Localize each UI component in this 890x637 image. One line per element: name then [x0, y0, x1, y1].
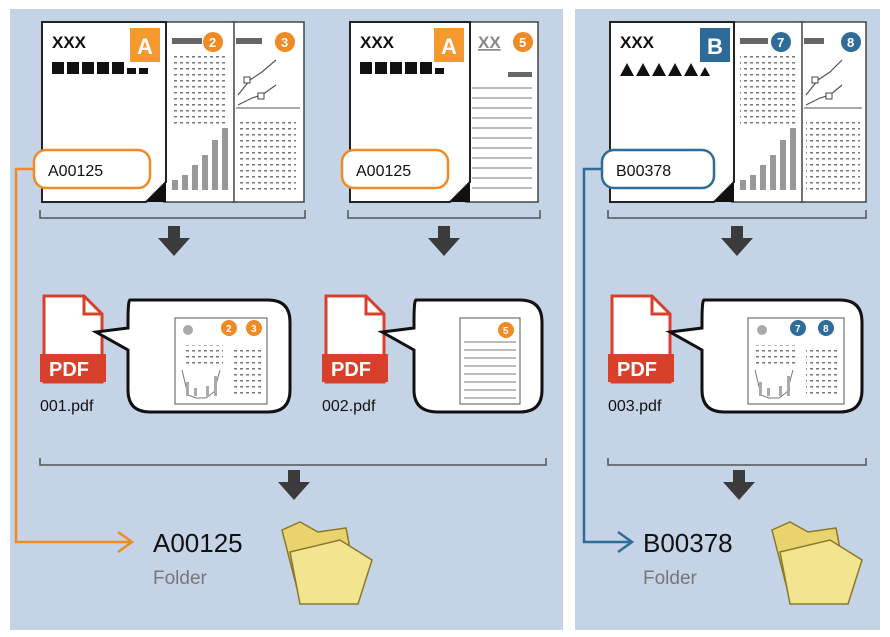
down-arrow-icon	[278, 470, 310, 500]
separator-tag-b	[700, 28, 730, 62]
down-arrow-icon	[723, 470, 755, 500]
barcode-blocks	[360, 62, 444, 74]
badge-5: 5	[513, 32, 533, 52]
badge-5: 5	[498, 322, 514, 338]
document-code: B00378	[616, 163, 671, 180]
badge-7: 7	[790, 320, 806, 336]
speech-bubble-icon: 2 3	[91, 298, 292, 414]
document-code: A00125	[356, 163, 411, 180]
folder-code: A00125	[153, 528, 243, 558]
badge-8: 8	[818, 320, 834, 336]
badge-8: 8	[841, 32, 861, 52]
folder-label: Folder	[153, 568, 207, 589]
document-underlined-text: XX	[478, 33, 501, 52]
connector-a	[14, 167, 135, 554]
down-arrow-icon	[721, 226, 753, 256]
pdf-filename: 001.pdf	[40, 398, 94, 415]
separator-tag-letter: A	[441, 34, 457, 59]
document-header: XXX	[360, 33, 395, 52]
document-group-3: XXX B 7 8 B00378	[600, 21, 867, 203]
svg-text:3: 3	[281, 35, 288, 50]
badge-2: 2	[221, 320, 237, 336]
pdf-label: PDF	[617, 359, 657, 381]
document-header: XXX	[620, 33, 655, 52]
folder-label: Folder	[643, 568, 697, 589]
connector-b	[582, 167, 635, 554]
document-header: XXX	[52, 33, 87, 52]
down-arrow-icon	[428, 226, 460, 256]
badge-3: 3	[275, 32, 295, 52]
folder-code: B00378	[643, 528, 733, 558]
down-arrow-icon	[158, 226, 190, 256]
svg-text:3: 3	[251, 324, 257, 335]
pdf-filename: 002.pdf	[322, 398, 376, 415]
folder-icon	[771, 521, 863, 605]
document-code: A00125	[48, 163, 103, 180]
pdf-label: PDF	[331, 359, 371, 381]
pdf-file-icon: PDF	[40, 294, 106, 384]
separator-tag-a	[130, 28, 160, 62]
separator-tag-letter: A	[137, 34, 153, 59]
folder-icon	[281, 521, 373, 605]
pdf-file-icon: PDF	[322, 294, 388, 384]
svg-text:7: 7	[795, 324, 801, 335]
speech-bubble-icon: 5	[377, 298, 544, 414]
separator-tag-a	[434, 28, 464, 62]
document-group-2: XX XXX A 5 A00125	[340, 21, 539, 203]
svg-text:5: 5	[503, 326, 509, 337]
barcode-blocks	[52, 62, 148, 74]
pdf-label: PDF	[49, 359, 89, 381]
triangle-marks	[620, 63, 710, 76]
pdf-filename: 003.pdf	[608, 398, 662, 415]
svg-text:8: 8	[823, 324, 829, 335]
bracket-lines	[39, 210, 867, 466]
badge-2: 2	[203, 32, 223, 52]
speech-bubble-icon: 7 8	[665, 298, 864, 414]
pdf-file-icon: PDF	[608, 294, 674, 384]
badge-3: 3	[246, 320, 262, 336]
separator-tag-letter: B	[707, 34, 723, 59]
code-highlight	[340, 148, 450, 190]
svg-text:7: 7	[777, 35, 784, 50]
badge-7: 7	[771, 32, 791, 52]
svg-text:2: 2	[226, 324, 232, 335]
svg-text:2: 2	[209, 35, 216, 50]
svg-text:8: 8	[847, 35, 854, 50]
svg-text:5: 5	[519, 35, 526, 50]
document-group-1: XXX A 2 3 A00125	[32, 21, 305, 203]
